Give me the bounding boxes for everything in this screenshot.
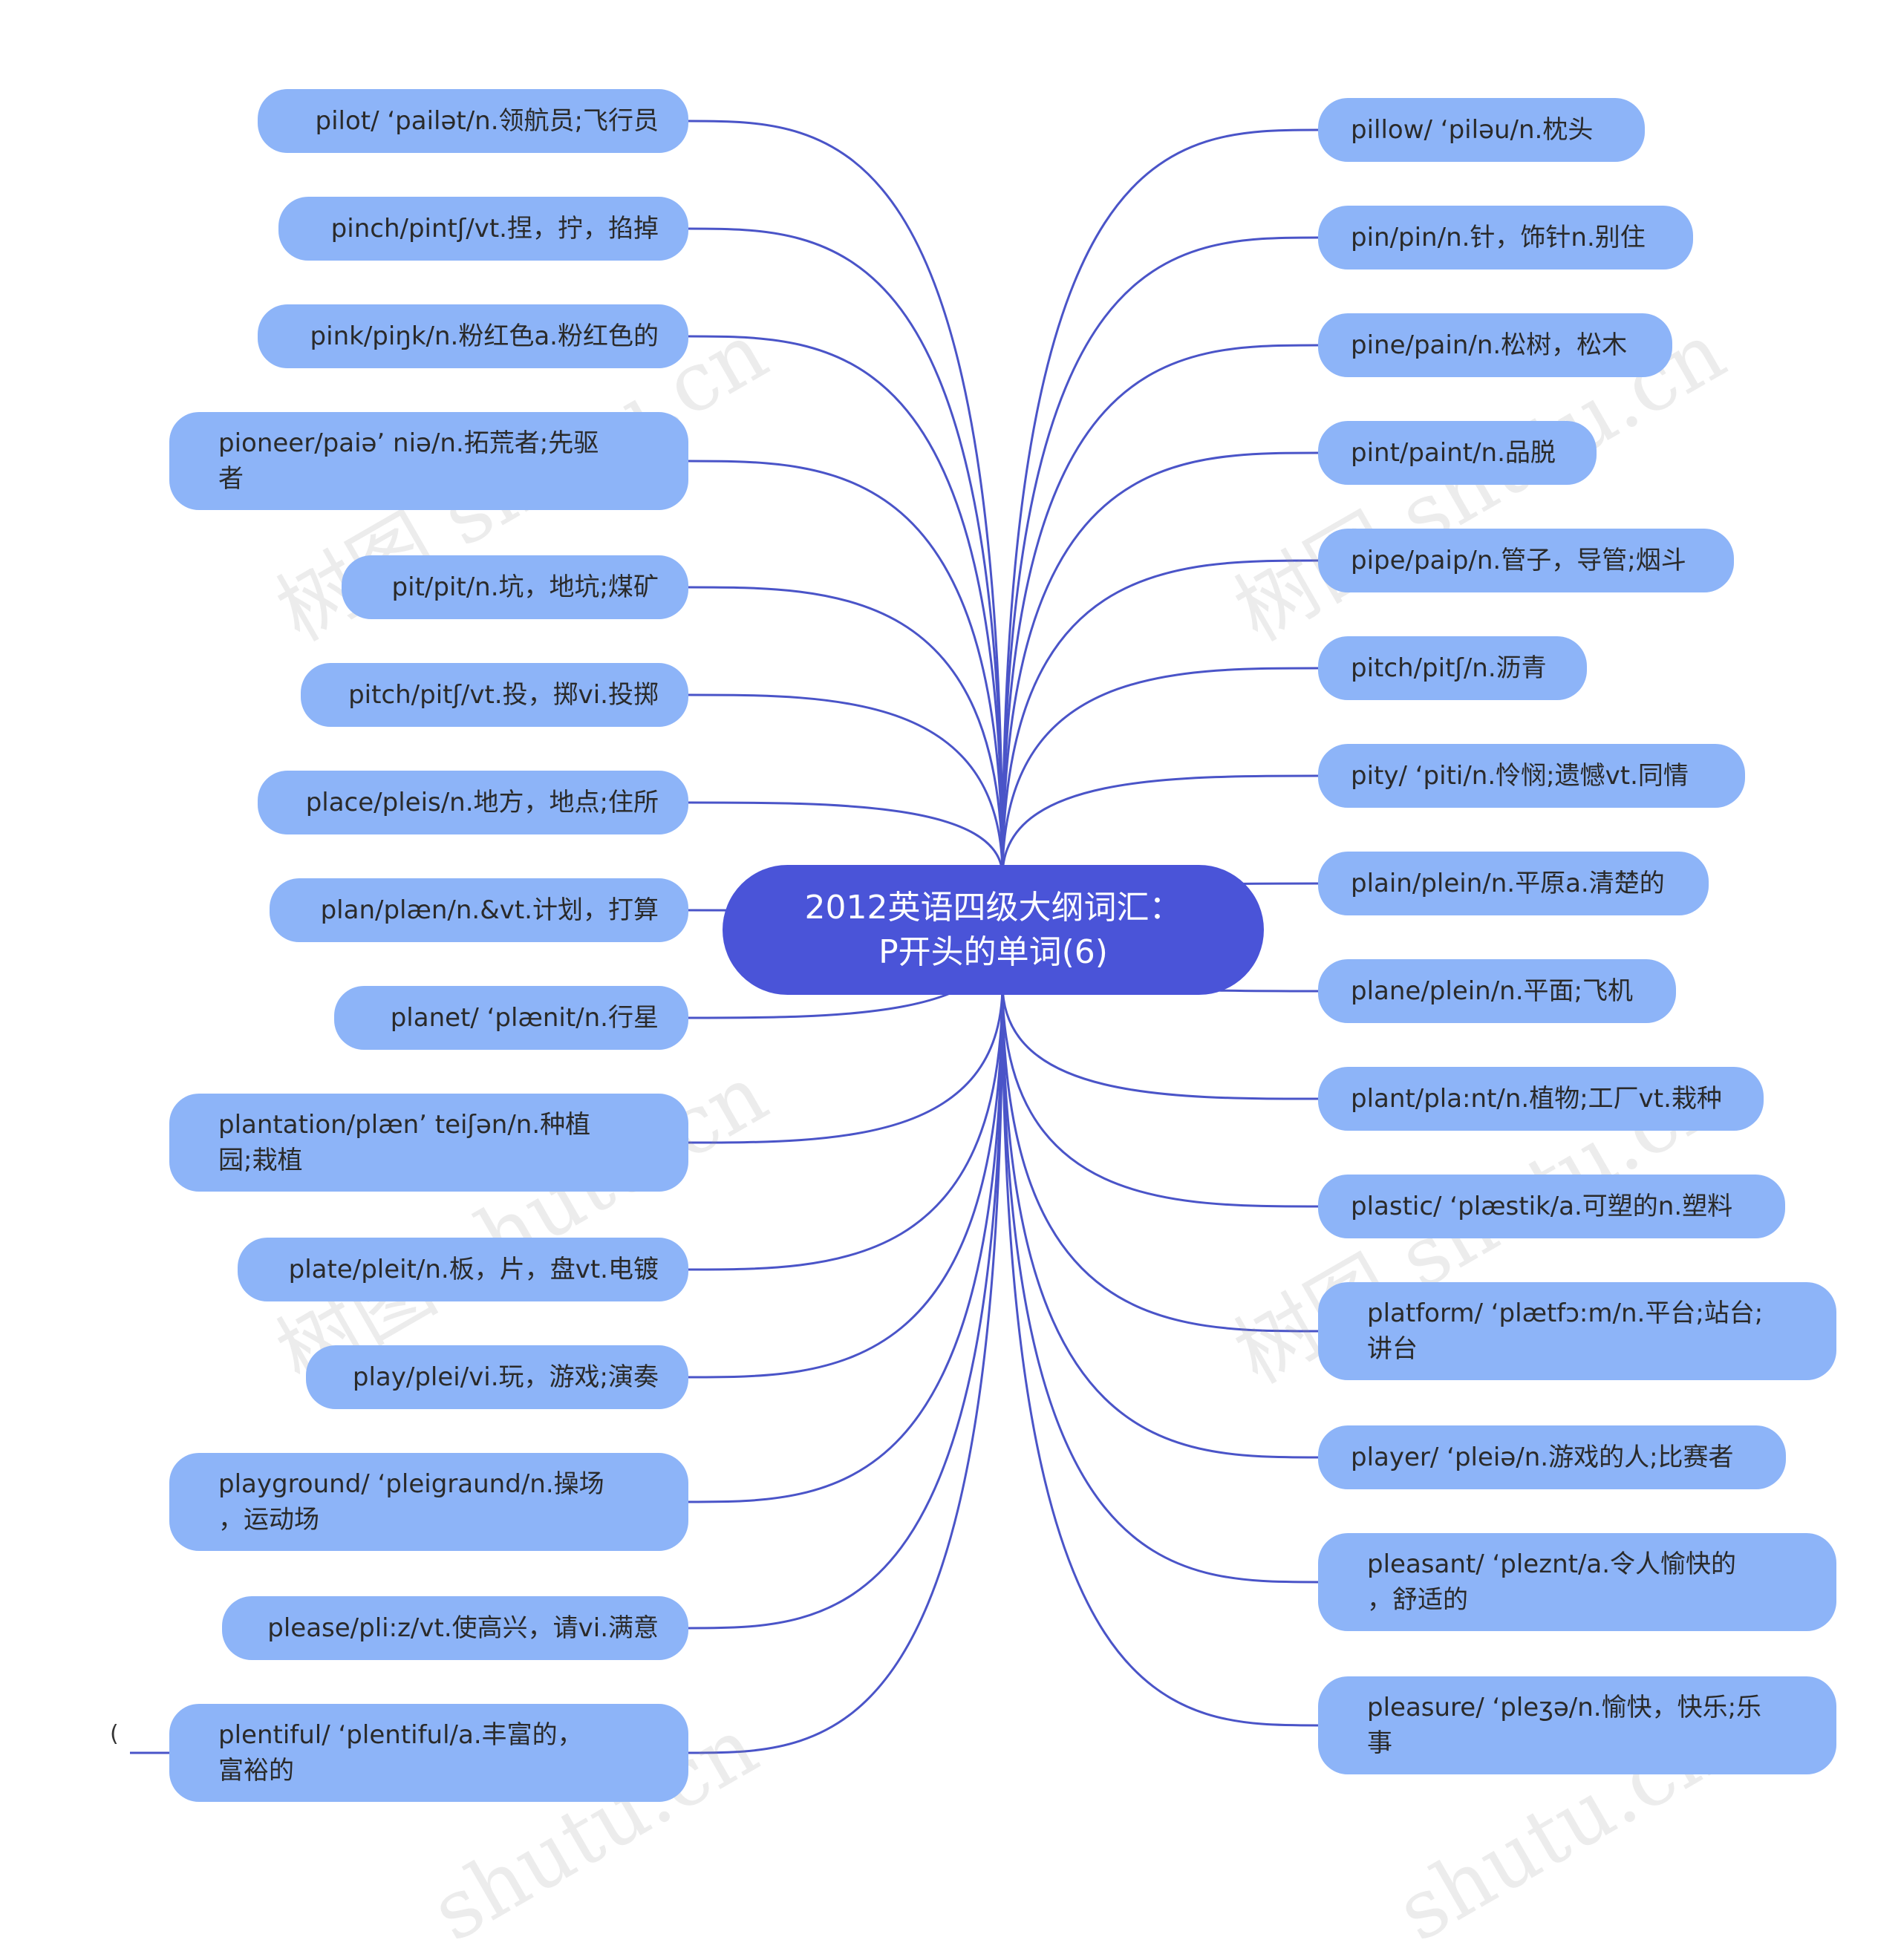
right-branch-node[interactable]: plain/plein/n.平原a.清楚的: [1318, 852, 1709, 915]
branch-node-label: plantation/plæn’ teiʃən/n.种植 园;栽植: [218, 1110, 591, 1175]
left-branch-node[interactable]: plentiful/ ‘plentiful/a.丰富的， 富裕的: [169, 1704, 688, 1802]
left-branch-node[interactable]: pilot/ ‘pailət/n.领航员;飞行员: [258, 89, 688, 153]
branch-node-label: plain/plein/n.平原a.清楚的: [1351, 869, 1665, 898]
connector-line: [688, 983, 1004, 1630]
branch-node-label: plant/pla:nt/n.植物;工厂vt.栽种: [1351, 1084, 1722, 1114]
left-branch-node[interactable]: plan/plæn/n.&vt.计划，打算: [270, 878, 688, 942]
right-branch-node[interactable]: plant/pla:nt/n.植物;工厂vt.栽种: [1318, 1067, 1764, 1131]
branch-node-label: plan/plæn/n.&vt.计划，打算: [320, 895, 659, 925]
branch-node-label: play/plei/vi.玩，游戏;演奏: [352, 1362, 659, 1392]
branch-node-label: pioneer/paiə’ niə/n.拓荒者;先驱 者: [218, 428, 599, 494]
stray-mark: (: [110, 1721, 119, 1747]
connector-line: [688, 983, 1004, 1144]
central-topic-line1: 2012英语四级大纲词汇：: [804, 888, 1182, 927]
branch-node-label: pipe/paip/n.管子，导管;烟斗: [1351, 546, 1686, 575]
branch-node-label: playground/ ‘pleigraund/n.操场 ，运动场: [218, 1469, 604, 1535]
left-branch-node[interactable]: plantation/plæn’ teiʃən/n.种植 园;栽植: [169, 1094, 688, 1192]
right-branch-node[interactable]: plane/plein/n.平面;飞机: [1318, 959, 1676, 1023]
branch-node-label: plastic/ ‘plæstik/a.可塑的n.塑料: [1351, 1192, 1733, 1221]
branch-node-label: pit/pit/n.坑，地坑;煤矿: [391, 572, 659, 602]
right-branch-node[interactable]: pitch/pitʃ/n.沥青: [1318, 636, 1587, 700]
right-branch-node[interactable]: platform/ ‘plætfɔ:m/n.平台;站台; 讲台: [1318, 1282, 1836, 1380]
branch-node-label: pleasure/ ‘pleʒə/n.愉快，快乐;乐 事: [1367, 1693, 1762, 1758]
branch-node-label: pitch/pitʃ/n.沥青: [1351, 653, 1547, 683]
connector-line: [1001, 983, 1319, 1727]
right-branch-node[interactable]: pity/ ‘piti/n.怜悯;遗憾vt.同情: [1318, 744, 1745, 808]
branch-node-label: place/pleis/n.地方，地点;住所: [305, 788, 659, 817]
left-branch-node[interactable]: pioneer/paiə’ niə/n.拓荒者;先驱 者: [169, 412, 688, 510]
left-branch-node[interactable]: pinch/pintʃ/vt.捏，拧，掐掉: [278, 197, 688, 261]
central-topic[interactable]: 2012英语四级大纲词汇： P开头的单词(6): [723, 865, 1264, 995]
left-branch-node[interactable]: playground/ ‘pleigraund/n.操场 ，运动场: [169, 1453, 688, 1551]
left-branch-node[interactable]: planet/ ‘plænit/n.行星: [334, 986, 688, 1050]
right-branch-node[interactable]: pleasure/ ‘pleʒə/n.愉快，快乐;乐 事: [1318, 1676, 1836, 1774]
branch-node-label: pint/paint/n.品脱: [1351, 438, 1556, 468]
connector-line: [1001, 983, 1319, 1584]
connector-line: [1001, 344, 1319, 877]
left-branch-node[interactable]: pink/piŋk/n.粉红色a.粉红色的: [258, 304, 688, 368]
connector-line: [688, 460, 1004, 877]
branch-node-label: platform/ ‘plætfɔ:m/n.平台;站台; 讲台: [1367, 1298, 1764, 1364]
branch-node-label: pink/piŋk/n.粉红色a.粉红色的: [310, 321, 659, 351]
right-branch-node[interactable]: plastic/ ‘plæstik/a.可塑的n.塑料: [1318, 1175, 1785, 1238]
connector-line: [688, 983, 1004, 1379]
connector-line: [1001, 983, 1319, 1459]
connector-line: [1001, 774, 1319, 877]
branch-node-label: pinch/pintʃ/vt.捏，拧，掐掉: [330, 214, 659, 244]
branch-node-label: pity/ ‘piti/n.怜悯;遗憾vt.同情: [1351, 761, 1689, 791]
left-branch-node[interactable]: pitch/pitʃ/vt.投，掷vi.投掷: [301, 663, 688, 727]
connector-line: [688, 586, 1004, 877]
branch-node-label: pillow/ ‘piləu/n.枕头: [1351, 115, 1594, 145]
branch-node-label: pleasant/ ‘pleznt/a.令人愉快的 ，舒适的: [1367, 1549, 1737, 1615]
branch-node-label: planet/ ‘plænit/n.行星: [390, 1003, 659, 1033]
connector-line: [1001, 236, 1319, 877]
connector-line: [688, 983, 1004, 1503]
connector-line: [1001, 983, 1319, 1208]
central-topic-line2: P开头的单词(6): [878, 932, 1108, 971]
connector-line: [1001, 983, 1319, 1333]
branch-node-label: player/ ‘pleiə/n.游戏的人;比赛者: [1351, 1443, 1734, 1472]
branch-node-label: pin/pin/n.针，饰针n.别住: [1351, 223, 1646, 252]
left-branch-node[interactable]: play/plei/vi.玩，游戏;演奏: [306, 1345, 688, 1409]
connector-line: [1001, 128, 1319, 877]
connector-line: [688, 983, 1004, 1754]
left-branch-node[interactable]: pit/pit/n.坑，地坑;煤矿: [342, 555, 688, 619]
right-branch-node[interactable]: pin/pin/n.针，饰针n.别住: [1318, 206, 1693, 270]
right-branch-node[interactable]: pint/paint/n.品脱: [1318, 421, 1597, 485]
connector-line: [688, 335, 1004, 877]
left-branch-node[interactable]: place/pleis/n.地方，地点;住所: [258, 771, 688, 834]
branch-node-label: plentiful/ ‘plentiful/a.丰富的， 富裕的: [218, 1720, 583, 1786]
right-branch-node[interactable]: pleasant/ ‘pleznt/a.令人愉快的 ，舒适的: [1318, 1533, 1836, 1631]
connector-line: [1001, 559, 1319, 877]
branch-node-label: pine/pain/n.松树，松木: [1351, 330, 1628, 360]
branch-node-label: pitch/pitʃ/vt.投，掷vi.投掷: [348, 680, 659, 710]
left-branch-node[interactable]: please/pli:z/vt.使高兴，请vi.满意: [222, 1596, 688, 1660]
right-branch-node[interactable]: pine/pain/n.松树，松木: [1318, 313, 1672, 377]
branch-node-label: please/pli:z/vt.使高兴，请vi.满意: [267, 1613, 659, 1643]
right-branch-node[interactable]: pillow/ ‘piləu/n.枕头: [1318, 98, 1645, 162]
connector-line: [688, 693, 1004, 877]
connector-line: [1001, 983, 1319, 1100]
branch-node-label: pilot/ ‘pailət/n.领航员;飞行员: [315, 106, 659, 136]
connector-line: [1001, 451, 1319, 877]
connector-line: [688, 801, 1004, 877]
connector-line: [688, 227, 1004, 877]
left-branch-node[interactable]: plate/pleit/n.板，片，盘vt.电镀: [238, 1238, 688, 1301]
connector-line: [1001, 667, 1319, 877]
right-branch-node[interactable]: player/ ‘pleiə/n.游戏的人;比赛者: [1318, 1425, 1786, 1489]
connector-lines: [130, 120, 1319, 1754]
right-branch-node[interactable]: pipe/paip/n.管子，导管;烟斗: [1318, 529, 1734, 592]
connector-line: [688, 120, 1004, 877]
connector-line: [688, 983, 1004, 1271]
branch-node-label: plate/pleit/n.板，片，盘vt.电镀: [288, 1255, 659, 1284]
branch-node-label: plane/plein/n.平面;飞机: [1351, 976, 1633, 1006]
